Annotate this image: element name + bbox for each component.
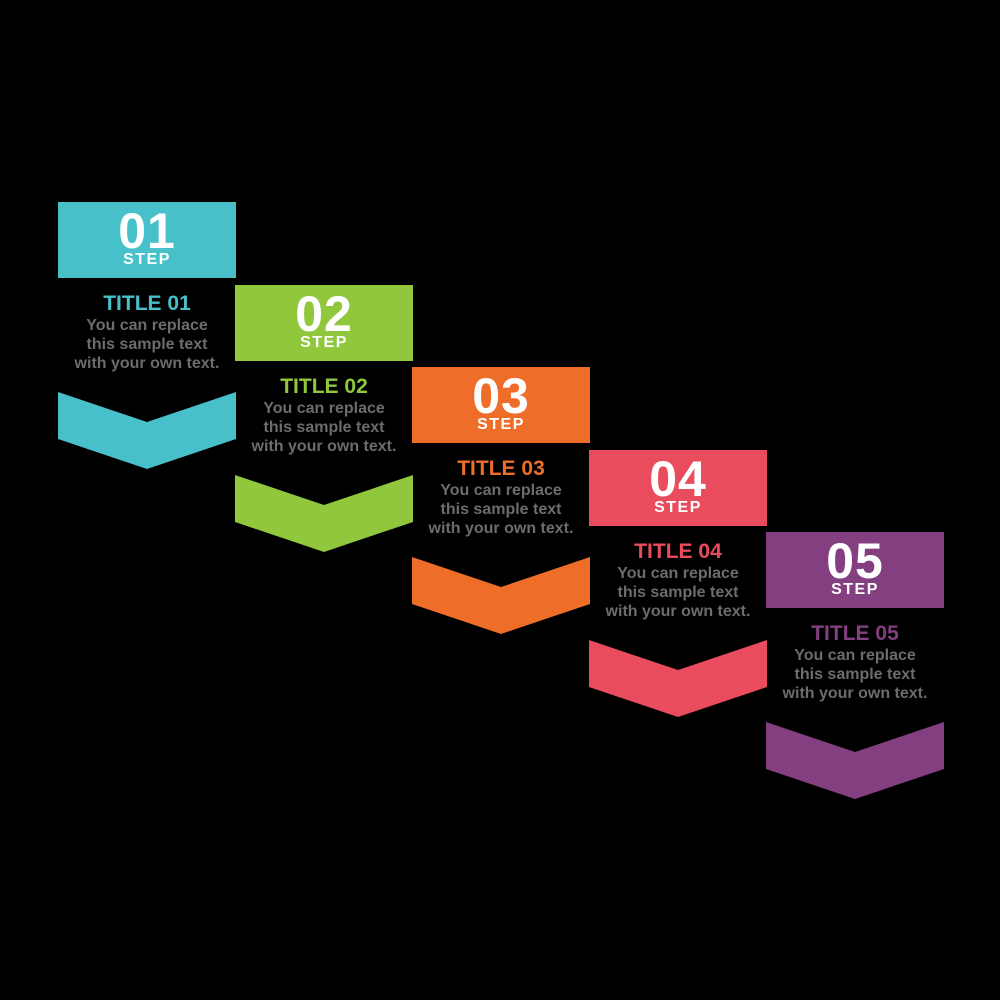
description-line: this sample text [86, 336, 208, 353]
step-number: 01 [118, 203, 176, 259]
description-line: with your own text. [251, 438, 397, 455]
step-chevron-down-shape [766, 722, 944, 799]
step-label: STEP [300, 334, 348, 351]
description-line: You can replace [617, 565, 739, 582]
step-label: STEP [831, 581, 879, 598]
step-05-number-box: 05 STEP [766, 532, 944, 608]
step-number: 04 [649, 451, 707, 507]
step-number: 03 [472, 368, 530, 424]
step-description: You can replace this sample text with yo… [755, 646, 955, 703]
description-line: this sample text [263, 419, 385, 436]
step-title: TITLE 01 [103, 292, 191, 315]
step-title: TITLE 04 [634, 540, 722, 563]
step-chevron-down-shape [58, 392, 236, 469]
description-line: You can replace [440, 482, 562, 499]
step-01-number-box: 01 STEP [58, 202, 236, 278]
description-line: this sample text [617, 584, 739, 601]
description-line: You can replace [263, 400, 385, 417]
step-number: 02 [295, 286, 353, 342]
step-description: You can replace this sample text with yo… [224, 399, 424, 456]
description-line: with your own text. [74, 355, 220, 372]
description-line: with your own text. [428, 520, 574, 537]
step-label: STEP [477, 416, 525, 433]
step-04-number-box: 04 STEP [589, 450, 767, 526]
step-description: You can replace this sample text with yo… [401, 481, 601, 538]
step-03-number-box: 03 STEP [412, 367, 590, 443]
step-title: TITLE 03 [457, 457, 545, 480]
description-line: this sample text [440, 501, 562, 518]
step-description: You can replace this sample text with yo… [578, 564, 778, 621]
description-line: You can replace [794, 647, 916, 664]
step-label: STEP [123, 251, 171, 268]
step-title: TITLE 05 [811, 622, 899, 645]
description-line: with your own text. [605, 603, 751, 620]
step-number: 05 [826, 533, 884, 589]
step-chevron-down-shape [589, 640, 767, 717]
step-chevron-down-shape [235, 475, 413, 552]
description-line: this sample text [794, 666, 916, 683]
step-label: STEP [654, 499, 702, 516]
step-title: TITLE 02 [280, 375, 368, 398]
step-02-number-box: 02 STEP [235, 285, 413, 361]
description-line: You can replace [86, 317, 208, 334]
step-chevron-down-shape [412, 557, 590, 634]
step-description: You can replace this sample text with yo… [47, 316, 247, 373]
description-line: with your own text. [782, 685, 928, 702]
